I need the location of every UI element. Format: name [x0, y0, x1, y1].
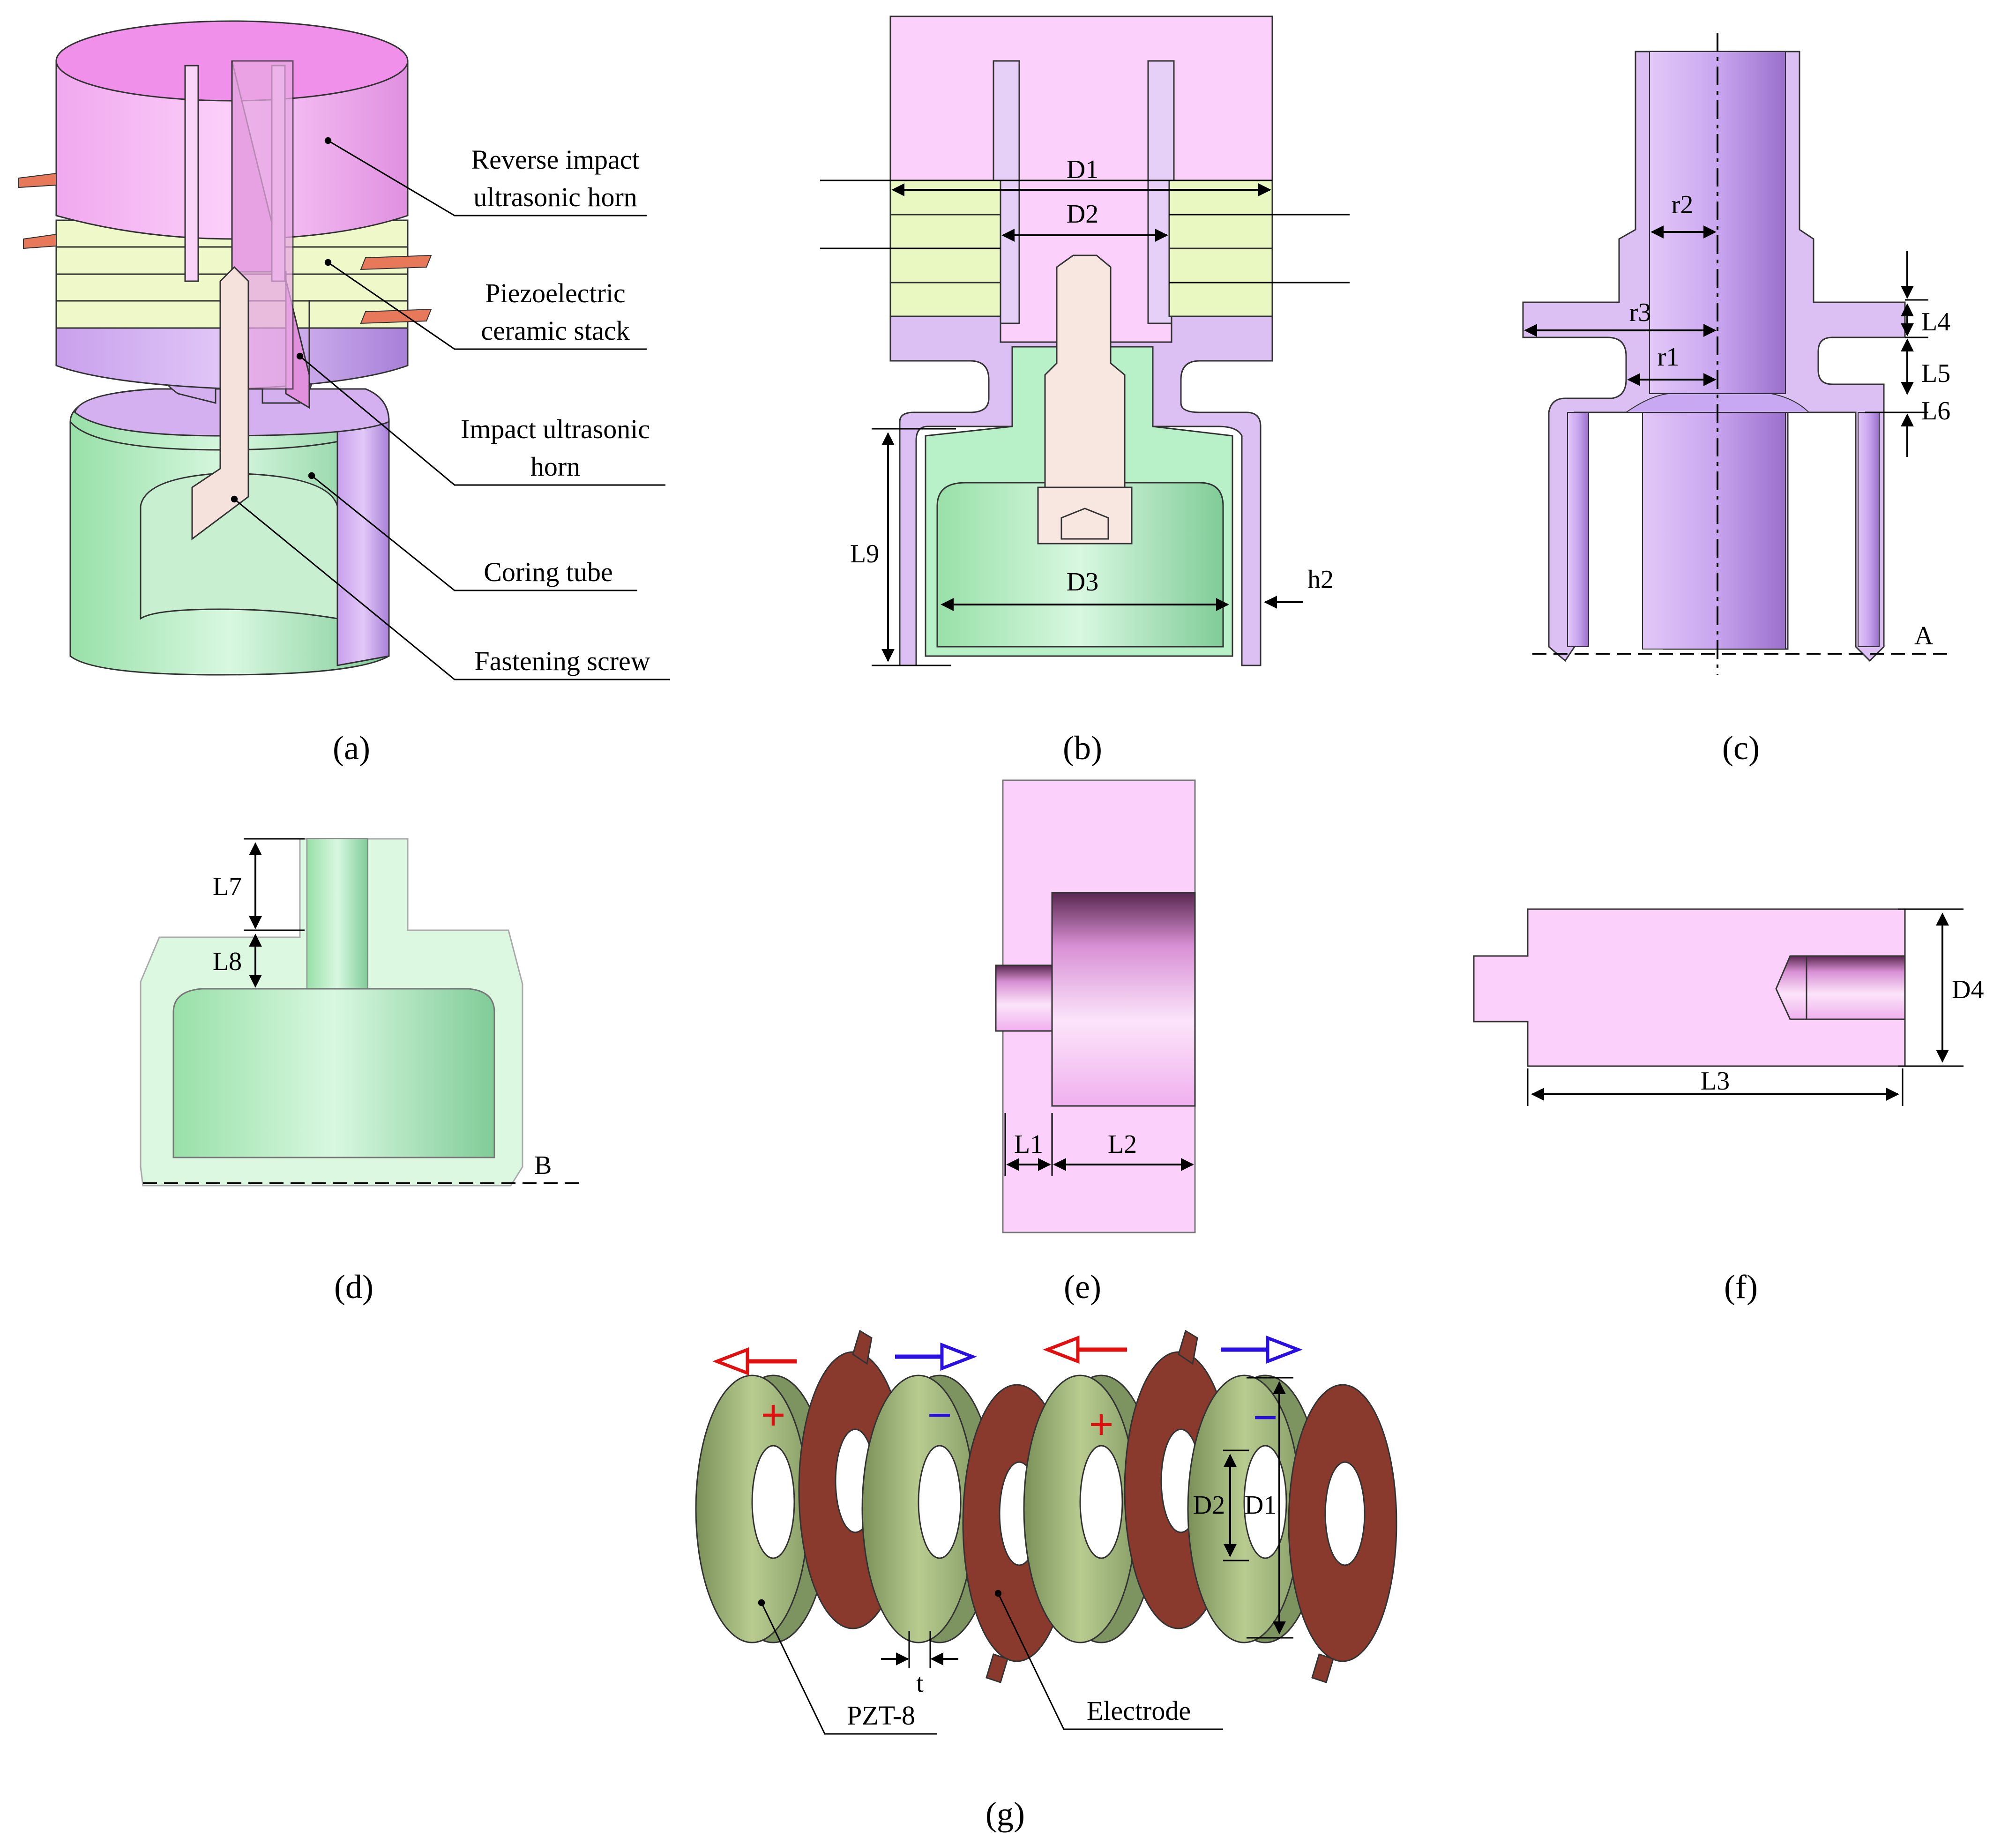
dim-d4-f: D4 — [1952, 975, 1984, 1004]
leader-electrode — [994, 1590, 1223, 1730]
dim-h2-b: h2 — [1307, 565, 1334, 594]
leader-piezo — [324, 259, 647, 350]
dim-l9-b: L9 — [850, 539, 879, 568]
electrode-tab-2 — [23, 233, 57, 249]
dim-l6-c: L6 — [1921, 396, 1950, 426]
lower-wall-left — [1567, 412, 1589, 647]
impact-horn-section — [889, 315, 1273, 666]
label-impact-horn-1: Impact ultrasonic — [461, 414, 650, 444]
electrode-tab-1 — [18, 172, 57, 188]
arrow-left-red-2 — [1043, 1335, 1127, 1364]
panel-b: D1 D2 D3 L9 h2 (b) — [820, 15, 1350, 767]
dim-l1-e: L1 — [1014, 1130, 1043, 1159]
panel-f: D4 L3 (f) — [1473, 908, 1984, 1306]
coring-tube-purple-wall — [336, 421, 390, 666]
arrow-right-blue-1 — [895, 1342, 977, 1371]
sign-3: + — [1089, 1401, 1114, 1448]
caption-a: (a) — [333, 729, 370, 767]
leader-reverse-horn — [324, 137, 647, 217]
dim-d3-b: D3 — [1067, 568, 1098, 597]
caption-f: (f) — [1724, 1268, 1758, 1306]
label-impact-horn-2: horn — [530, 451, 580, 482]
label-coring-tube: Coring tube — [484, 557, 612, 587]
sign-4: − — [1253, 1394, 1278, 1441]
lower-wall-right — [1858, 412, 1880, 647]
dim-l8-d: L8 — [213, 947, 242, 976]
panel-a: Reverse impact ultrasonic horn Piezoelec… — [18, 20, 670, 767]
caption-d: (d) — [334, 1268, 373, 1306]
dim-d1-g: D1 — [1245, 1491, 1277, 1520]
label-electrode: Electrode — [1087, 1695, 1191, 1726]
dim-d2-g: D2 — [1193, 1491, 1225, 1520]
panel-d: B L7 L8 (d) — [140, 838, 581, 1306]
caption-e: (e) — [1064, 1268, 1101, 1306]
bore-small — [995, 964, 1053, 1032]
screw-head-hex — [1060, 508, 1109, 540]
sign-1: + — [761, 1392, 786, 1439]
electrode-4 — [1288, 1384, 1397, 1683]
arrow-left-red-1 — [712, 1347, 797, 1376]
label-piezo-2: ceramic stack — [481, 315, 629, 346]
dim-b-label: B — [534, 1151, 552, 1180]
panel-c: A r2 r3 r1 L4 L5 L6 (c) — [1522, 33, 1950, 767]
dim-t-g: t — [916, 1669, 924, 1698]
label-piezo-1: Piezoelectric — [485, 278, 626, 308]
panel-g: + − + − D1 D2 t PZT-8 Electrode (g) — [695, 1329, 1397, 1833]
dim-a-label: A — [1914, 621, 1934, 650]
dim-r2-c: r2 — [1672, 190, 1694, 219]
bore-fillet — [1624, 393, 1810, 413]
leader-impact-horn — [296, 352, 665, 486]
dim-l2-e: L2 — [1108, 1130, 1137, 1159]
panel-e: L1 L2 (e) — [995, 779, 1196, 1306]
sign-2: − — [927, 1392, 952, 1439]
dim-r3-c: r3 — [1629, 298, 1651, 327]
cut-slot-1 — [184, 65, 199, 282]
screw-hole — [1775, 955, 1906, 1020]
dim-r1-c: r1 — [1658, 343, 1680, 372]
electrode-tab-3 — [360, 254, 432, 270]
label-pzt8: PZT-8 — [847, 1700, 915, 1731]
caption-b: (b) — [1063, 729, 1102, 767]
dim-l5-c: L5 — [1921, 359, 1950, 388]
arrow-right-blue-2 — [1221, 1335, 1303, 1364]
leader-screw — [231, 495, 670, 680]
pzt-ring-1 — [695, 1374, 830, 1643]
fastening-screw-3d — [191, 266, 249, 540]
caption-c: (c) — [1722, 729, 1760, 767]
leader-pzt — [758, 1599, 937, 1735]
dim-l7-d: L7 — [213, 872, 242, 901]
electrode-tab-4 — [360, 308, 432, 324]
screw-section — [1044, 254, 1126, 488]
label-reverse-horn-2: ultrasonic horn — [473, 182, 637, 212]
dim-d1-b: D1 — [1067, 155, 1098, 184]
dim-l3-f: L3 — [1701, 1067, 1730, 1096]
caption-g: (g) — [986, 1795, 1025, 1833]
leader-coring-tube — [308, 472, 637, 591]
dim-l4-c: L4 — [1921, 307, 1950, 336]
bore-large — [1051, 892, 1196, 1107]
coring-cavity-d — [172, 988, 495, 1158]
dim-d2-b: D2 — [1067, 200, 1098, 229]
coring-bore-d — [306, 838, 368, 989]
label-reverse-horn-1: Reverse impact — [471, 144, 639, 175]
pzt-ring-3 — [1023, 1374, 1158, 1643]
bore-lower — [1642, 412, 1786, 650]
label-fastening-screw: Fastening screw — [474, 646, 650, 676]
